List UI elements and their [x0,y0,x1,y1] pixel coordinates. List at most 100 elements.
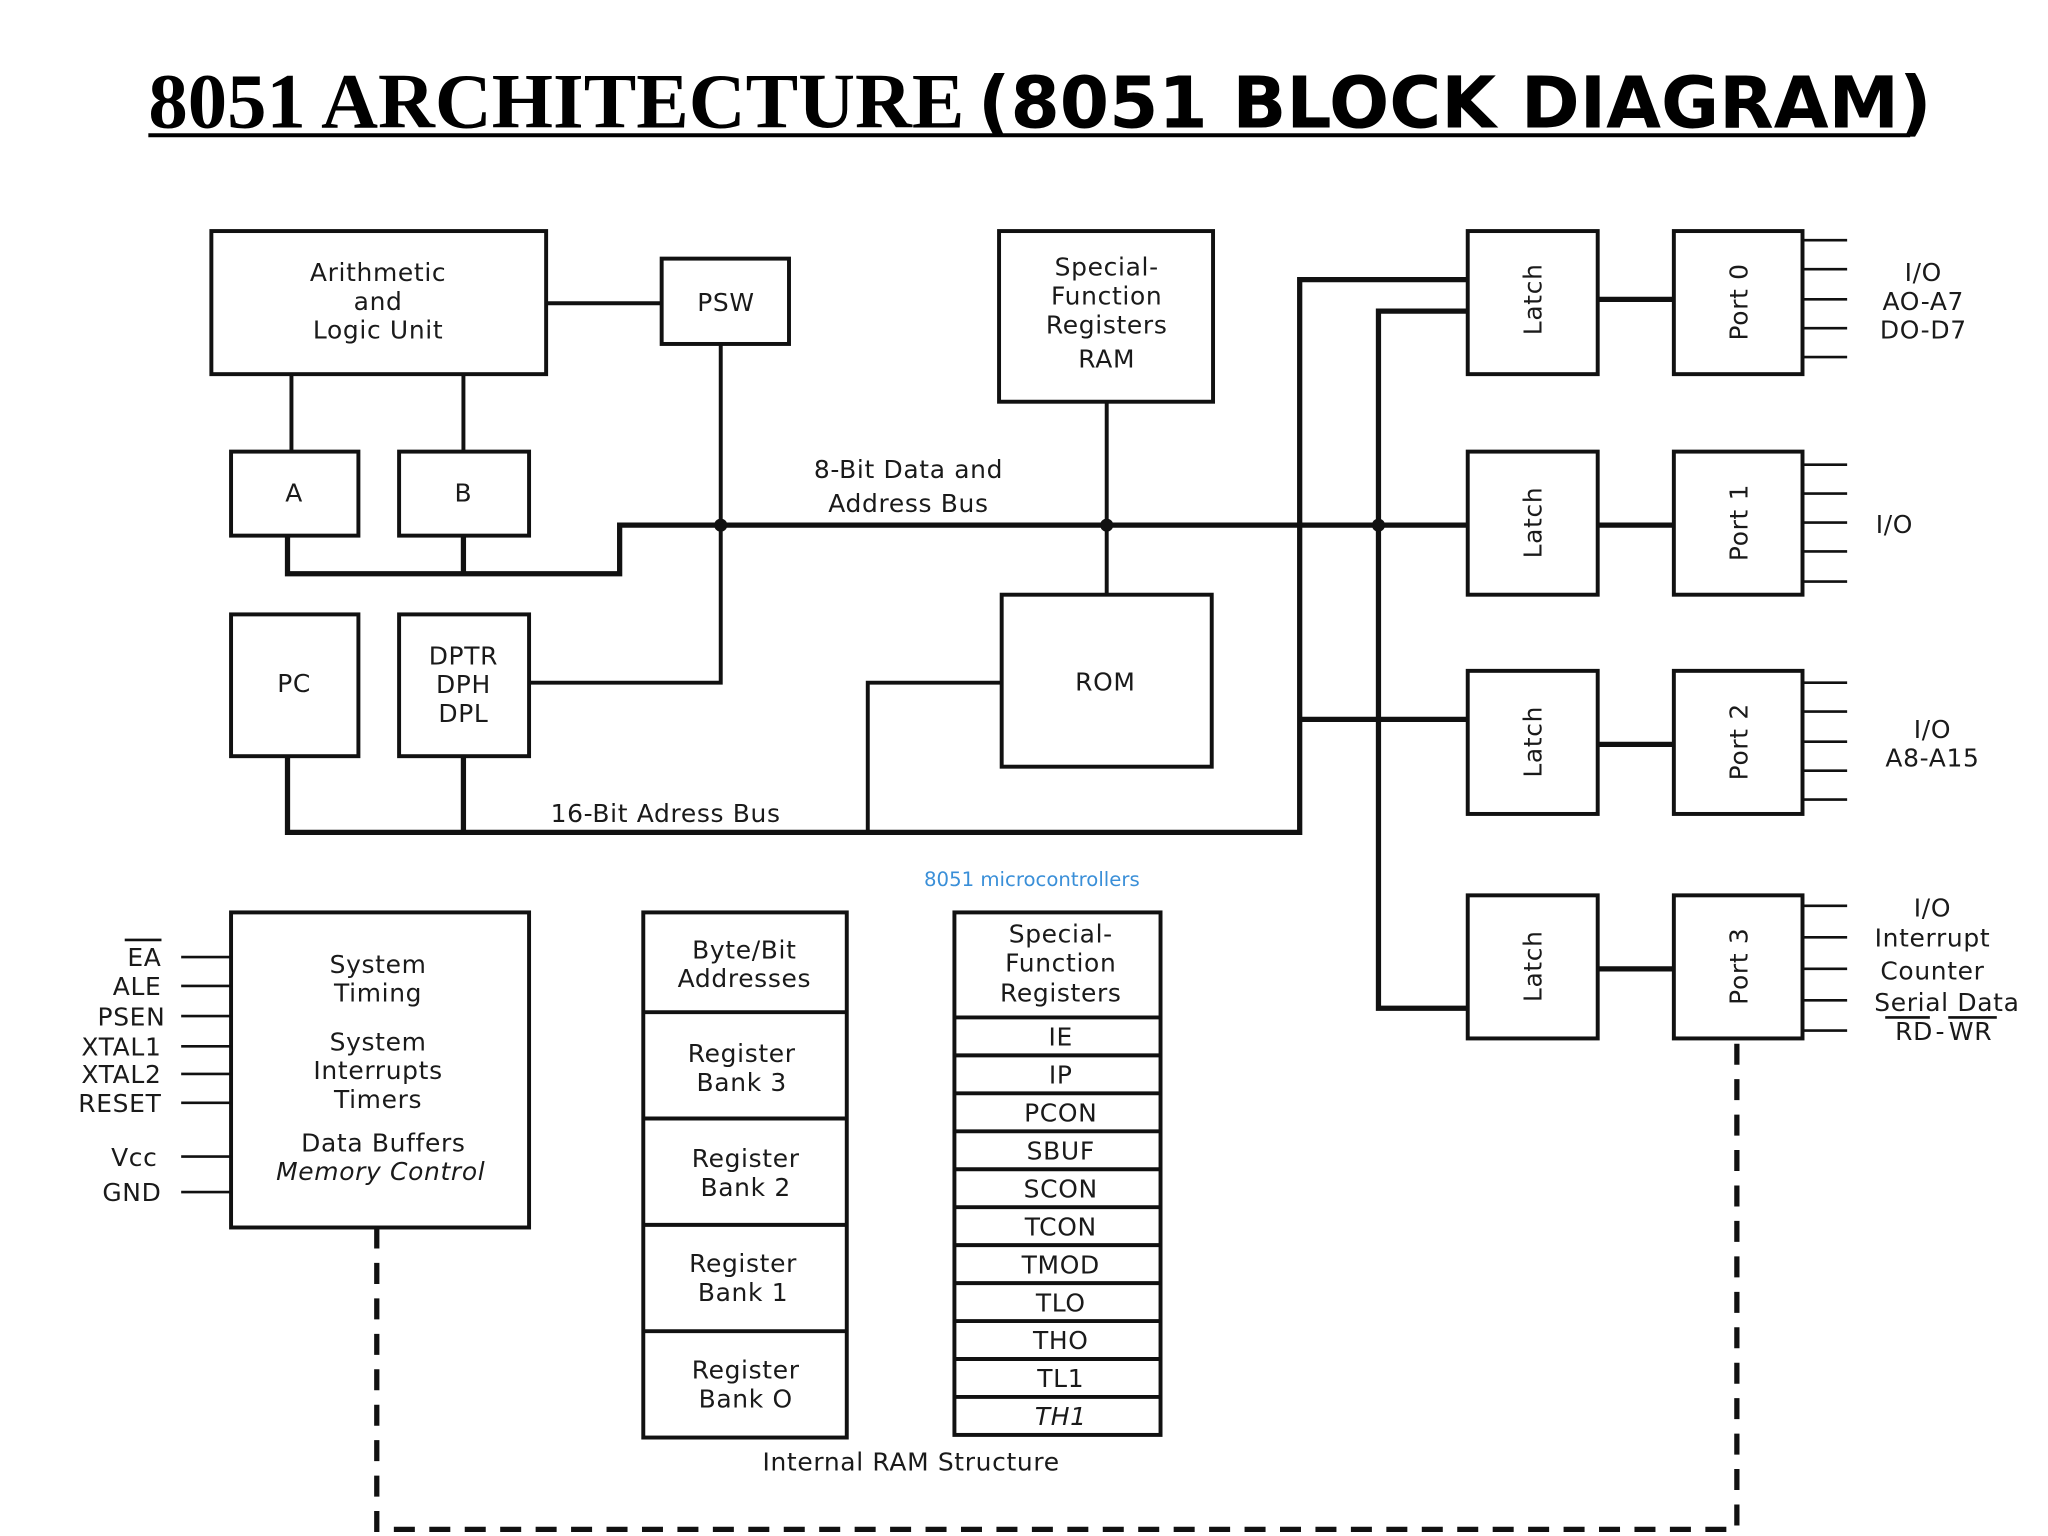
svg-text:Latch: Latch [1518,263,1547,335]
register-a-block: A [229,449,361,538]
wires [284,277,1740,1533]
svg-text:ROM: ROM [1075,668,1135,697]
svg-text:Interrupt: Interrupt [1875,924,1991,953]
svg-text:PSEN: PSEN [98,1002,166,1031]
svg-text:Function: Function [1005,948,1116,977]
svg-text:DO-D7: DO-D7 [1880,316,1967,345]
svg-text:Bank 3: Bank 3 [697,1068,787,1097]
svg-text:DPH: DPH [436,670,491,699]
svg-text:PSW: PSW [697,288,755,317]
svg-text:Arithmetic: Arithmetic [310,258,446,287]
rom-block: ROM [999,592,1214,769]
sfr-register: PCON [1024,1099,1097,1128]
svg-text:Special-: Special- [1009,920,1113,949]
title-part1: 8051 ARCHITECTURE [148,58,964,145]
latch-2: Latch [1465,668,1600,816]
svg-text:Port 1: Port 1 [1724,484,1753,561]
svg-text:A: A [285,478,303,507]
svg-text:Byte/Bit: Byte/Bit [692,935,796,964]
sfr-register: TMOD [1021,1250,1100,1279]
svg-text:Interrupts: Interrupts [313,1056,442,1085]
svg-text:I/O: I/O [1905,258,1942,287]
svg-text:Bank O: Bank O [699,1384,793,1413]
svg-text:Port 2: Port 2 [1724,703,1753,780]
svg-text:Port 3: Port 3 [1724,928,1753,1005]
sfr-register: IP [1049,1061,1073,1090]
svg-text:Counter: Counter [1880,956,1984,985]
svg-text:System: System [330,950,427,979]
sfr-register: SBUF [1027,1136,1095,1165]
svg-text:B: B [455,478,473,507]
port-0: Port 0 [1671,229,1805,377]
sfr-register: IE [1049,1023,1073,1052]
svg-text:RD: RD [1895,1017,1933,1046]
svg-text:I/O: I/O [1914,893,1951,922]
sfr-column: Special- Function Registers IE IP PCON SBUF… [952,910,1163,1437]
page-title: 8051 ARCHITECTURE (8051 BLOCK DIAGRAM) [148,58,1931,145]
port-1: Port 1 [1671,449,1805,597]
pc-block: PC [229,612,361,759]
port-labels: I/O AO-A7 DO-D7 I/O I/O A8-A15 I/O Inter… [1874,258,2019,1046]
svg-text:ALE: ALE [113,972,162,1001]
sfr-register: TCON [1024,1212,1097,1241]
sfr-register: THO [1032,1326,1089,1355]
watermark: 8051 microcontrollers [924,868,1140,891]
svg-text:I/O: I/O [1914,715,1951,744]
port-pins [1802,238,1848,1032]
sfr-register: SCON [1024,1174,1098,1203]
svg-text:Latch: Latch [1518,487,1547,559]
svg-text:Serial Data: Serial Data [1874,988,2019,1017]
svg-text:GND: GND [102,1178,161,1207]
svg-text:Bank 1: Bank 1 [698,1278,788,1307]
svg-text:Latch: Latch [1518,930,1547,1002]
svg-text:Registers: Registers [1000,979,1122,1008]
ram-caption: Internal RAM Structure [762,1447,1059,1476]
data-bus-label: 8-Bit Data and [814,455,1003,484]
svg-text:I/O: I/O [1876,510,1913,539]
psw-block: PSW [659,256,791,346]
svg-text:Data Buffers: Data Buffers [301,1128,465,1157]
title-part2: (8051 BLOCK DIAGRAM) [978,61,1931,144]
svg-text:Port 0: Port 0 [1724,263,1753,340]
svg-text:EA: EA [127,943,161,972]
svg-text:and: and [354,287,403,316]
svg-text:WR: WR [1949,1017,1992,1046]
svg-text:PC: PC [277,669,311,698]
data-bus-label: Address Bus [828,489,988,518]
svg-text:Registers: Registers [1046,310,1168,339]
svg-text:Memory Control: Memory Control [276,1157,485,1186]
svg-text:Register: Register [688,1039,796,1068]
latch-0: Latch [1465,229,1600,377]
svg-text:System: System [330,1027,427,1056]
svg-text:AO-A7: AO-A7 [1882,287,1964,316]
svg-text:DPL: DPL [438,699,488,728]
svg-text:Register: Register [689,1249,797,1278]
svg-text:Bank 2: Bank 2 [700,1173,790,1202]
port-3: Port 3 [1671,893,1805,1041]
system-pins: EA ALE PSEN XTAL1 XTAL2 RESET Vcc GND [78,938,232,1207]
latch-1: Latch [1465,449,1600,597]
svg-text:XTAL1: XTAL1 [81,1033,161,1062]
svg-text:Special-: Special- [1055,253,1159,282]
dashed-link [374,1038,1740,1533]
svg-text:-: - [1936,1017,1946,1046]
dptr-block: DPTR DPH DPL [397,612,532,759]
svg-text:DPTR: DPTR [429,641,498,670]
svg-text:Timing: Timing [333,979,422,1008]
register-b-block: B [397,449,532,538]
svg-text:Timers: Timers [333,1085,422,1114]
port-2: Port 2 [1671,668,1805,816]
svg-text:Register: Register [692,1144,800,1173]
svg-text:XTAL2: XTAL2 [81,1060,161,1089]
svg-text:RAM: RAM [1078,345,1135,374]
svg-text:Logic Unit: Logic Unit [313,316,443,345]
svg-text:Latch: Latch [1518,706,1547,778]
svg-text:A8-A15: A8-A15 [1885,744,1979,773]
system-block: System Timing System Interrupts Timers D… [229,910,532,1230]
svg-text:Vcc: Vcc [111,1143,157,1172]
sfr-register: TLO [1035,1288,1086,1317]
svg-text:Addresses: Addresses [678,964,812,993]
sfr-register: TL1 [1036,1364,1084,1393]
